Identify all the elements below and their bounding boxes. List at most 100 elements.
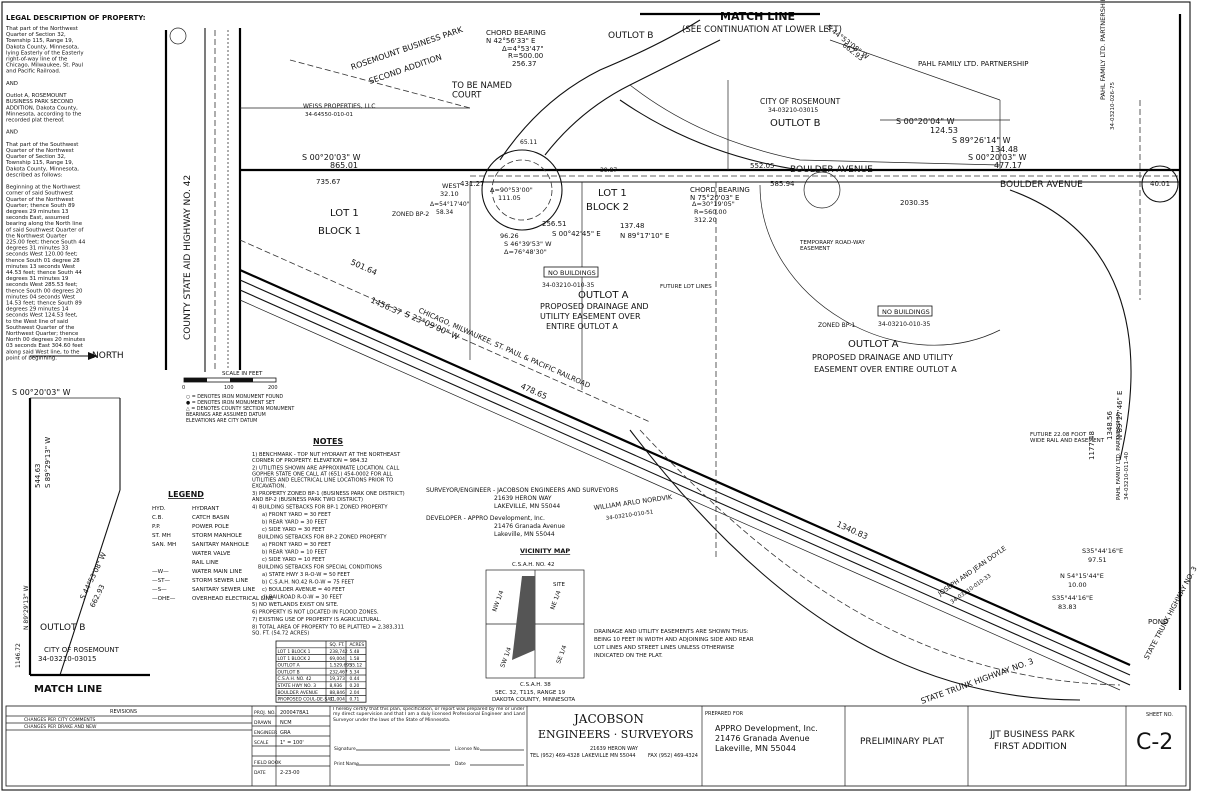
- dist-40: 40.01: [1150, 180, 1170, 188]
- bearing-s89-dist: 134.48: [990, 145, 1018, 154]
- note-line: AND BP-2 (BUSINESS PARK TWO DISTRICT): [252, 497, 363, 503]
- vicinity-site-label: SITE: [553, 582, 565, 588]
- sth3-curve-east: [639, 429, 1121, 686]
- legend-title: LEGEND: [168, 490, 204, 499]
- sth3-label-bottom: STATE TRUNK HIGHWAY NO. 3: [920, 657, 1035, 706]
- note-line: a) FRONT YARD = 30 FEET: [262, 542, 332, 548]
- project-name-1: JJT BUSINESS PARK: [989, 730, 1076, 740]
- area-table-cell: OUTLOT A: [278, 663, 300, 669]
- dist-431: 431.27: [460, 180, 485, 188]
- note-item: b) REAR YARD = 30 FEET: [262, 520, 328, 526]
- dist-65-11: 65.11: [520, 139, 537, 146]
- area-table-frame: [275, 640, 367, 703]
- scale-0: 0: [182, 385, 185, 391]
- delta-90: Δ=90°53'00": [490, 186, 533, 194]
- legal-line: Northwest Quarter; thence: [6, 331, 79, 337]
- boulder-curve-row: [619, 99, 801, 171]
- legend-label: RAIL LINE: [192, 560, 219, 566]
- project-name-2: FIRST ADDITION: [994, 742, 1067, 752]
- bearing-s46: S 46°39'53" W: [504, 240, 552, 248]
- legal-line: bearing along the North line: [6, 221, 83, 227]
- note-line: 2) UTILITIES SHOWN ARE APPROXIMATE LOCAT…: [252, 466, 399, 472]
- sheet-title: PRELIMINARY PLAT: [860, 737, 944, 747]
- zoned-bp2-label: ZONED BP-2: [392, 211, 429, 218]
- note-line: BUILDING SETBACKS FOR SPECIAL CONDITIONS: [258, 565, 382, 571]
- legal-line: 225.00 feet; thence South 44: [6, 240, 86, 246]
- certification-text: I hereby certify that this plan, specifi…: [333, 707, 525, 723]
- north-arrow-head: [88, 352, 98, 360]
- chord-bearing-1: CHORD BEARING: [486, 29, 546, 37]
- area-table-cell: 238,742: [330, 649, 348, 655]
- legend-symbol: HYD.: [152, 506, 166, 512]
- scale-in-feet: SCALE IN FEET: [222, 371, 263, 377]
- vicinity-ne: NE 1/4: [549, 589, 562, 610]
- court-road-west: [499, 19, 701, 161]
- legal-line: Quarter of the Northwest: [6, 148, 74, 154]
- area-table-cell: 69,004: [330, 656, 346, 662]
- area-table-cell: LOT 1 BLOCK 1: [278, 649, 311, 655]
- area-table-cell: 8,936: [330, 683, 343, 689]
- marker-legend: ○ = DENOTES IRON MONUMENT FOUND● = DENOT…: [186, 394, 294, 424]
- note-line: BUILDING SETBACKS FOR BP-2 ZONED PROPERT…: [258, 535, 387, 541]
- legal-line: AND: [6, 130, 18, 136]
- bearing-n89-27: N 89°27'46" E: [1116, 391, 1124, 440]
- lot-1-block-2-lot: LOT 1: [598, 188, 627, 199]
- weiss-properties-label: WEISS PROPERTIES, LLC: [303, 103, 375, 110]
- legal-line: thence South 00 degrees 20: [6, 288, 83, 294]
- bearing-s89-26-14: S 89°26'14" W: [952, 136, 1011, 145]
- developer-label: DEVELOPER - APPRO Development, Inc.: [426, 515, 545, 522]
- legend-symbol: —ST—: [152, 578, 171, 584]
- legend-label: POWER POLE: [192, 524, 229, 530]
- vicinity-title: VICINITY MAP: [520, 547, 570, 555]
- date2-label: Date: [455, 761, 466, 767]
- legal-line: Quarter of Section 32,: [6, 32, 66, 38]
- pahl-family-label: PAHL FAMILY LTD. PARTNERSHIP: [918, 60, 1028, 68]
- legal-line: described as follows:: [6, 172, 63, 178]
- match-line-label: MATCH LINE: [720, 10, 795, 23]
- drainage-1a: PROPOSED DRAINAGE AND: [540, 302, 649, 311]
- dist-1340: 1340.83: [835, 520, 869, 542]
- dist-552: 552.05: [750, 162, 775, 170]
- chord-bearing-1-val: N 42°56'33" E: [486, 37, 535, 45]
- surveyor-addr1: 21639 HERON WAY: [494, 495, 552, 502]
- note-line: 3) PROPERTY ZONED BP-1 (BUSINESS PARK ON…: [252, 491, 405, 497]
- area-table-cell: 5.34: [350, 669, 360, 675]
- proj-no: 2000478A1: [280, 710, 309, 716]
- legal-line: Beginning at the Northwest: [6, 185, 80, 191]
- legal-line: degrees 31 minutes 33: [6, 246, 68, 252]
- area-table-cell: OUTLOT B: [278, 669, 300, 675]
- bearing-s00-20-03-bl: S 00°20'03" W: [12, 388, 71, 397]
- note-item: a) STATE HWY 3 R-O-W = 50 FEET: [262, 572, 351, 578]
- firm-name-2: ENGINEERS · SURVEYORS: [538, 728, 694, 741]
- area-table-cell: 1.58: [350, 656, 360, 662]
- note-item: c) SIDE YARD = 10 FEET: [262, 557, 326, 563]
- note-line: UTILITIES AND ELECTRICAL LINE LOCATIONS …: [252, 478, 393, 484]
- outlot-b-diagonal: [59, 489, 121, 676]
- bearing-s00-20-03-r: S 00°20'03" W: [968, 153, 1027, 162]
- outlot-a-pin-1: 34-03210-010-35: [542, 282, 594, 289]
- note-item: BUILDING SETBACKS FOR SPECIAL CONDITIONS: [258, 565, 382, 571]
- note-item: 8) TOTAL AREA OF PROPERTY TO BE PLATTED …: [252, 625, 404, 637]
- bearing-477: 477.17: [994, 161, 1022, 170]
- dist-111: 111.05: [498, 194, 521, 202]
- area-table-cell: C.S.A.H. NO. 42: [278, 676, 312, 682]
- boulder-east-cul-de-sac: [1141, 165, 1179, 203]
- note-item: 2) UTILITIES SHOWN ARE APPROXIMATE LOCAT…: [252, 466, 399, 490]
- csah42-label: COUNTY STATE AID HIGHWAY NO. 42: [183, 175, 193, 340]
- title-block: REVISIONS CHANGES PER CITY COMMENTS CHAN…: [5, 705, 1187, 787]
- note-item: b) REAR YARD = 10 FEET: [262, 550, 328, 556]
- date-label: DATE: [254, 770, 266, 776]
- city-bottom: CITY OF ROSEMOUNT: [44, 646, 120, 654]
- boulder-avenue-label-1: BOULDER AVENUE: [790, 165, 873, 175]
- pahl-family-2: PAHL FAMILY LTD. PARTNERSHIP: [1116, 413, 1122, 500]
- legal-line: degrees 29 minutes 14: [6, 307, 69, 313]
- area-table-cell: 1,529,695: [330, 663, 353, 669]
- client-3: Lakeville, MN 55044: [715, 744, 796, 753]
- area-table-cell: LOT 1 BLOCK 2: [278, 656, 311, 662]
- block-1-label: BLOCK 1: [318, 226, 361, 237]
- note-item: 5) NO WETLANDS EXIST ON SITE.: [252, 602, 339, 608]
- dist-137-48: 137.48: [620, 222, 645, 230]
- dist-735: 735.67: [316, 178, 341, 186]
- sheet-no-label: SHEET NO.: [1146, 712, 1173, 718]
